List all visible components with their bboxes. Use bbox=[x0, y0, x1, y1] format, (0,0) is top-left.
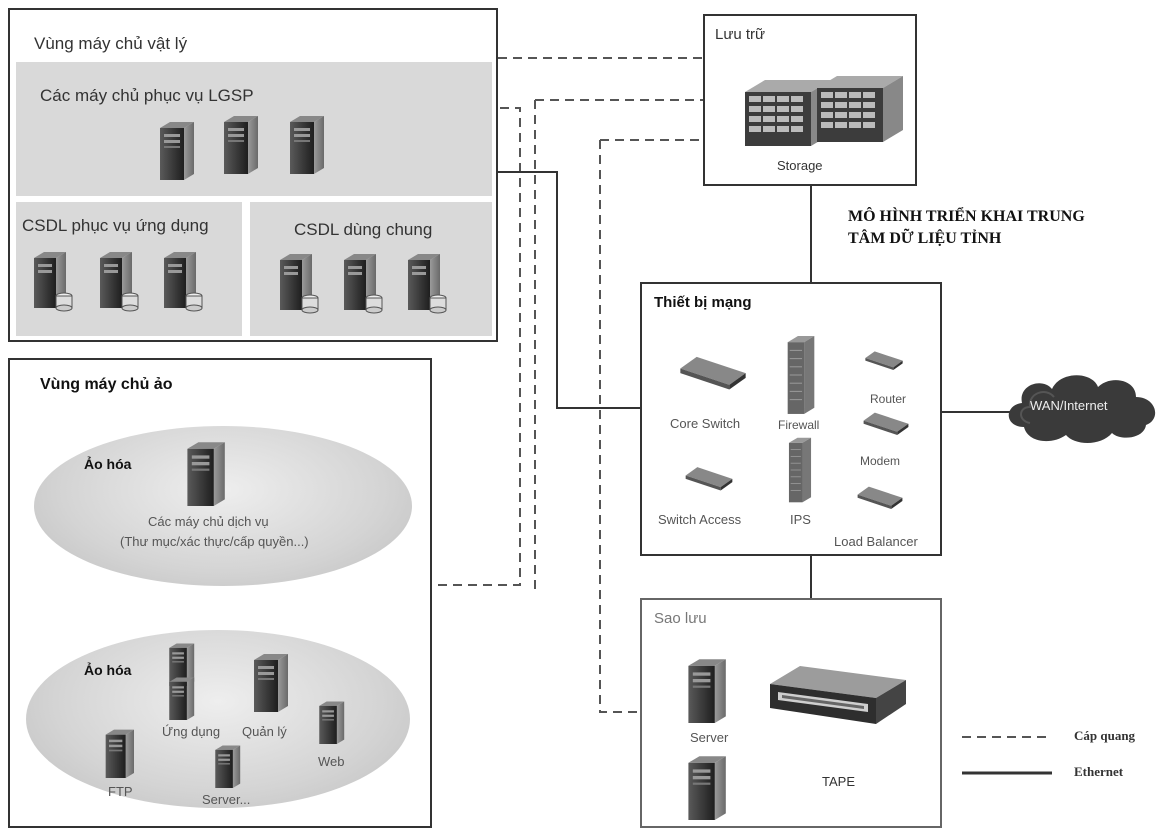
switch-access-caption: Switch Access bbox=[658, 512, 742, 527]
ips-caption: IPS bbox=[790, 512, 811, 527]
server-icon bbox=[102, 728, 136, 778]
heading-line-2: TÂM DỮ LIỆU TỈNH bbox=[848, 230, 1002, 247]
lgsp-panel: Các máy chủ phục vụ LGSP bbox=[16, 62, 492, 196]
virtualization-label: Ảo hóa bbox=[84, 456, 132, 472]
web-caption: Web bbox=[318, 754, 345, 769]
server-icon bbox=[286, 114, 326, 174]
load-balancer-icon bbox=[856, 480, 904, 514]
core-switch-caption: Core Switch bbox=[670, 416, 741, 431]
server-icon bbox=[212, 744, 242, 788]
switch-icon bbox=[678, 354, 748, 390]
manage-caption: Quản lý bbox=[242, 724, 287, 739]
shared-db-panel: CSDL dùng chung bbox=[250, 202, 492, 336]
network-title: Thiết bị mạng bbox=[654, 294, 752, 311]
server-icon bbox=[250, 652, 290, 712]
storage-caption: Storage bbox=[777, 158, 823, 173]
router-caption: Router bbox=[870, 392, 907, 406]
lgsp-title: Các máy chủ phục vụ LGSP bbox=[40, 86, 254, 105]
backup-box: Sao lưu Server TAPE bbox=[640, 598, 942, 828]
storage-box: Lưu trữ Storage bbox=[703, 14, 917, 186]
app-db-title: CSDL phục vụ ứng dụng bbox=[22, 216, 209, 235]
server-icon bbox=[316, 700, 346, 744]
tape-caption: TAPE bbox=[822, 774, 855, 789]
database-server-icon bbox=[96, 250, 140, 312]
server-caption: Server... bbox=[202, 792, 251, 807]
ips-icon bbox=[784, 436, 816, 504]
server-icon bbox=[684, 752, 728, 822]
service-servers-detail: (Thư mục/xác thực/cấp quyền...) bbox=[120, 534, 309, 549]
app-db-panel: CSDL phục vụ ứng dụng bbox=[16, 202, 242, 336]
backup-server-caption: Server bbox=[690, 730, 729, 745]
legend-fiber-line bbox=[962, 736, 1052, 738]
virtualization-pool-1: Ảo hóa Các máy chủ dịch vụ (Thư mục/xác … bbox=[34, 426, 412, 586]
virtualization-pool-2: Ảo hóa Ứng dụng Quản lý Web FTP Server..… bbox=[26, 630, 410, 808]
database-server-icon bbox=[160, 250, 204, 312]
load-balancer-caption: Load Balancer bbox=[834, 534, 918, 549]
server-icon bbox=[166, 676, 196, 720]
router-icon bbox=[864, 348, 904, 372]
database-server-icon bbox=[340, 252, 384, 314]
server-icon bbox=[220, 114, 260, 174]
shared-db-title: CSDL dùng chung bbox=[294, 220, 433, 239]
diagram-heading: MÔ HÌNH TRIỂN KHAI TRUNG TÂM DỮ LIỆU TỈN… bbox=[848, 206, 1085, 250]
legend-ethernet-label: Ethernet bbox=[1074, 764, 1124, 779]
heading-line-1: MÔ HÌNH TRIỂN KHAI TRUNG bbox=[848, 208, 1085, 225]
database-server-icon bbox=[404, 252, 448, 314]
legend-fiber-label: Cáp quang bbox=[1074, 728, 1136, 743]
storage-array-icon bbox=[815, 74, 905, 144]
legend-ethernet-line bbox=[962, 771, 1052, 775]
storage-title: Lưu trữ bbox=[715, 26, 766, 43]
server-icon bbox=[684, 654, 728, 726]
firewall-icon bbox=[784, 334, 818, 416]
modem-icon bbox=[862, 410, 910, 436]
tape-library-icon bbox=[768, 662, 908, 732]
ftp-caption: FTP bbox=[108, 784, 133, 799]
modem-caption: Modem bbox=[860, 454, 901, 468]
wan-caption: WAN/Internet bbox=[1030, 398, 1108, 413]
physical-zone-title: Vùng máy chủ vật lý bbox=[34, 34, 188, 53]
virtual-zone-title: Vùng máy chủ ảo bbox=[40, 376, 173, 393]
server-icon bbox=[156, 120, 196, 180]
virtualization-label: Ảo hóa bbox=[84, 662, 132, 678]
switch-icon bbox=[684, 464, 734, 492]
database-server-icon bbox=[276, 252, 320, 314]
app-caption: Ứng dụng bbox=[162, 724, 221, 739]
server-icon bbox=[182, 440, 228, 506]
physical-server-zone: Vùng máy chủ vật lý Các máy chủ phục vụ … bbox=[8, 8, 498, 342]
database-server-icon bbox=[30, 250, 74, 312]
network-devices-box: Thiết bị mạng Core Switch Firewall Route… bbox=[640, 282, 942, 556]
firewall-caption: Firewall bbox=[778, 418, 820, 432]
service-servers-caption: Các máy chủ dịch vụ bbox=[148, 514, 269, 529]
virtual-server-zone: Vùng máy chủ ảo Ảo hóa Các máy chủ dịch … bbox=[8, 358, 432, 828]
backup-title: Sao lưu bbox=[654, 610, 707, 627]
